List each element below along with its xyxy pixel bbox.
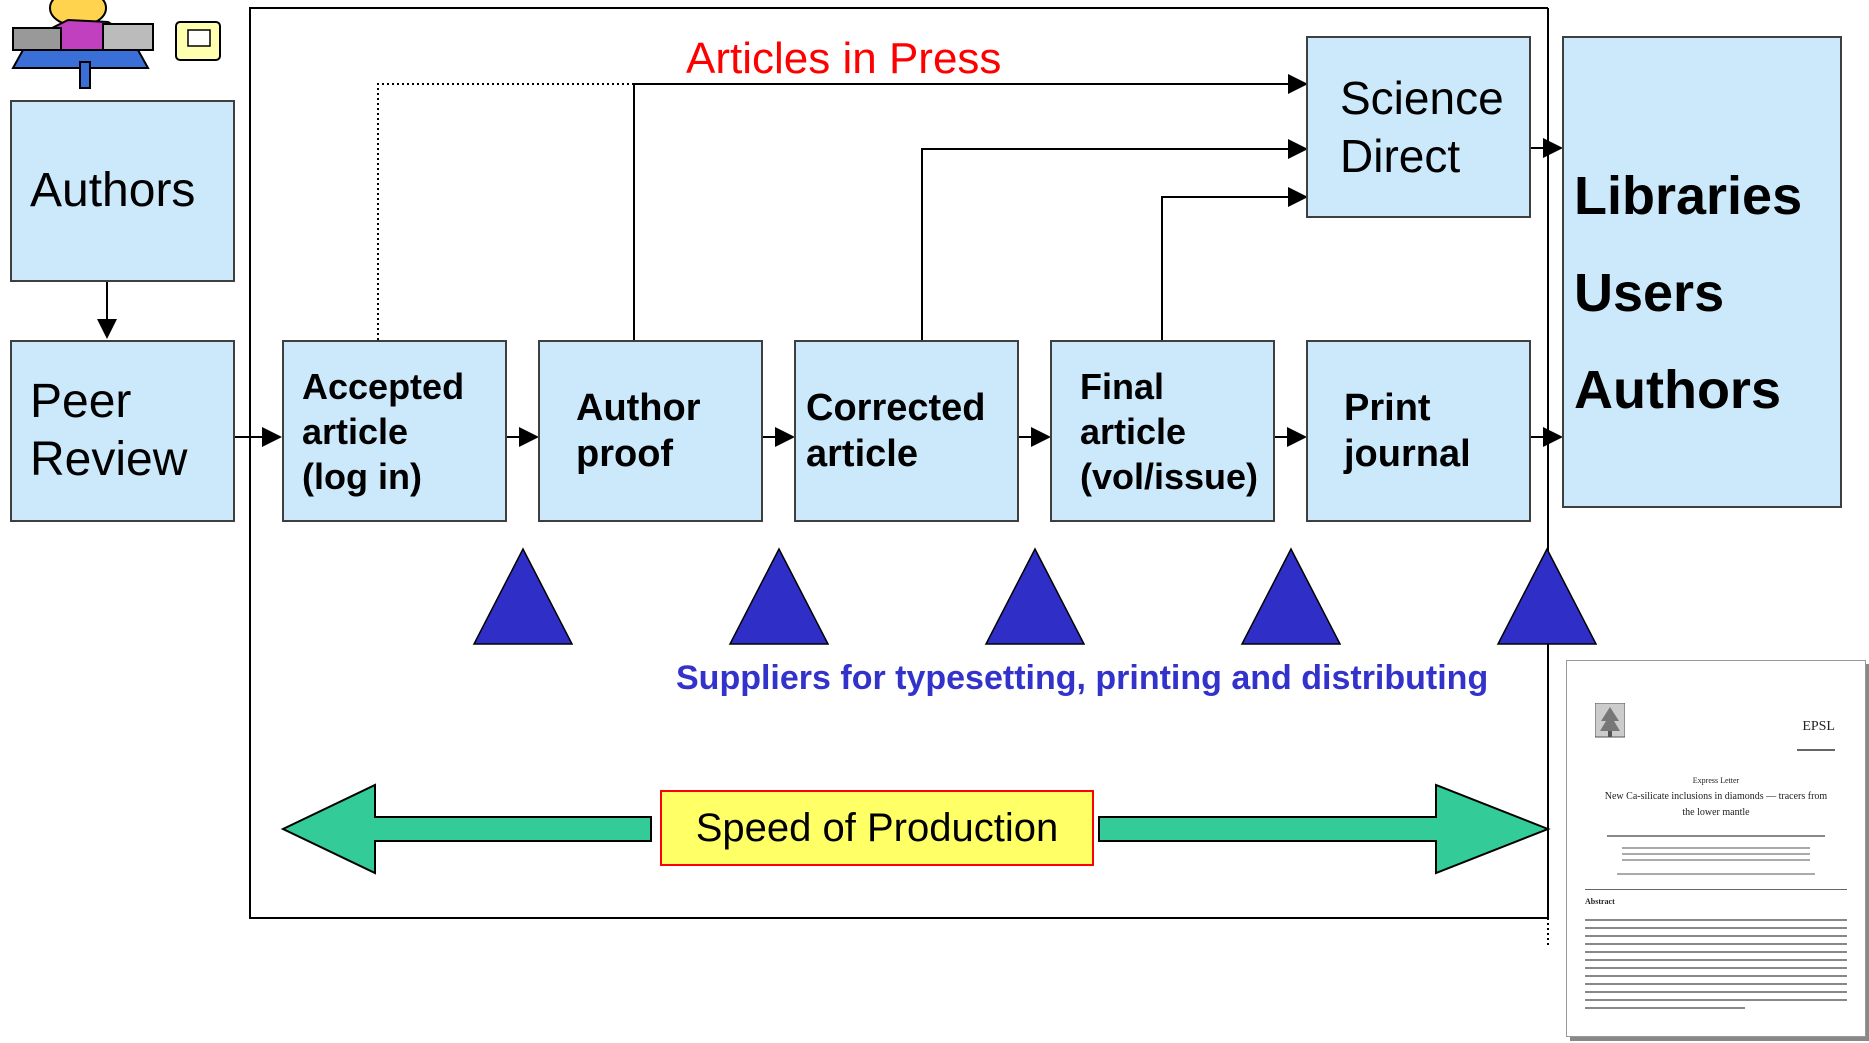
paper-title-line2: the lower mantle [1682, 807, 1750, 818]
stage-corrected-line1: Corrected [806, 387, 986, 429]
paper-section: Express Letter [1692, 776, 1740, 785]
science-direct-line1: Science [1340, 72, 1504, 124]
science-direct-line2: Direct [1340, 130, 1461, 182]
paper-abstract-heading: Abstract [1585, 897, 1615, 906]
authors-box: Authors [10, 100, 235, 282]
stage-print-line2: journal [1344, 433, 1471, 475]
audience-users: Users [1574, 263, 1725, 323]
elsevier-tree-icon [1595, 703, 1625, 738]
articles-in-press-label: Articles in Press [686, 34, 1002, 83]
stage-accepted-line1: Accepted [302, 365, 465, 407]
stage-final-line2: article [1080, 410, 1187, 452]
paper-title-line1: New Ca-silicate inclusions in diamonds —… [1604, 791, 1828, 802]
stage-print-journal: Print journal [1306, 340, 1531, 522]
process-frame [249, 7, 1548, 919]
stage-proof-line2: proof [576, 433, 674, 475]
arrow-corrected-to-sd [921, 139, 1308, 340]
stage-final-article: Final article (vol/issue) [1050, 340, 1275, 522]
audience-box: Libraries Users Authors [1562, 36, 1842, 508]
stage-accepted-line3: (log in) [302, 455, 422, 497]
speed-arrow-left [280, 783, 652, 875]
speed-of-production-label: Speed of Production [660, 790, 1094, 866]
speed-arrow-right [1098, 783, 1551, 875]
stage-final-line3: (vol/issue) [1080, 455, 1259, 497]
supplier-triangle [1496, 547, 1598, 645]
arrow-final-to-sd [1161, 187, 1308, 340]
stage-accepted-article: Accepted article (log in) [282, 340, 507, 522]
audience-authors: Authors [1574, 360, 1781, 420]
journal-article-thumbnail: EPSL Express Letter New Ca-silicate incl… [1566, 660, 1866, 1037]
arrow-proof-to-sd [633, 74, 1308, 340]
stage-proof-line1: Author [576, 387, 701, 429]
stage-accepted-line2: article [302, 410, 409, 452]
stage-print-line1: Print [1344, 387, 1431, 429]
peer-review-label-line1: Peer [30, 375, 132, 428]
stage-corrected-article: Corrected article [794, 340, 1019, 522]
supplier-triangle [984, 547, 1086, 645]
peer-review-box: Peer Review [10, 340, 235, 522]
audience-libraries: Libraries [1574, 166, 1803, 226]
supplier-triangle [1240, 547, 1342, 645]
supplier-triangle [728, 547, 830, 645]
authors-label: Authors [30, 164, 196, 217]
stage-final-line1: Final [1080, 365, 1165, 407]
science-direct-box: Science Direct [1306, 36, 1531, 218]
stage-corrected-line2: article [806, 433, 918, 475]
supplier-triangle [472, 547, 574, 645]
dotted-accepted-to-sd [377, 83, 634, 340]
peer-review-label-line2: Review [30, 433, 188, 486]
author-clipart [11, 0, 221, 89]
stage-author-proof: Author proof [538, 340, 763, 522]
suppliers-label: Suppliers for typesetting, printing and … [676, 659, 1489, 697]
journal-name: EPSL [1802, 719, 1835, 734]
